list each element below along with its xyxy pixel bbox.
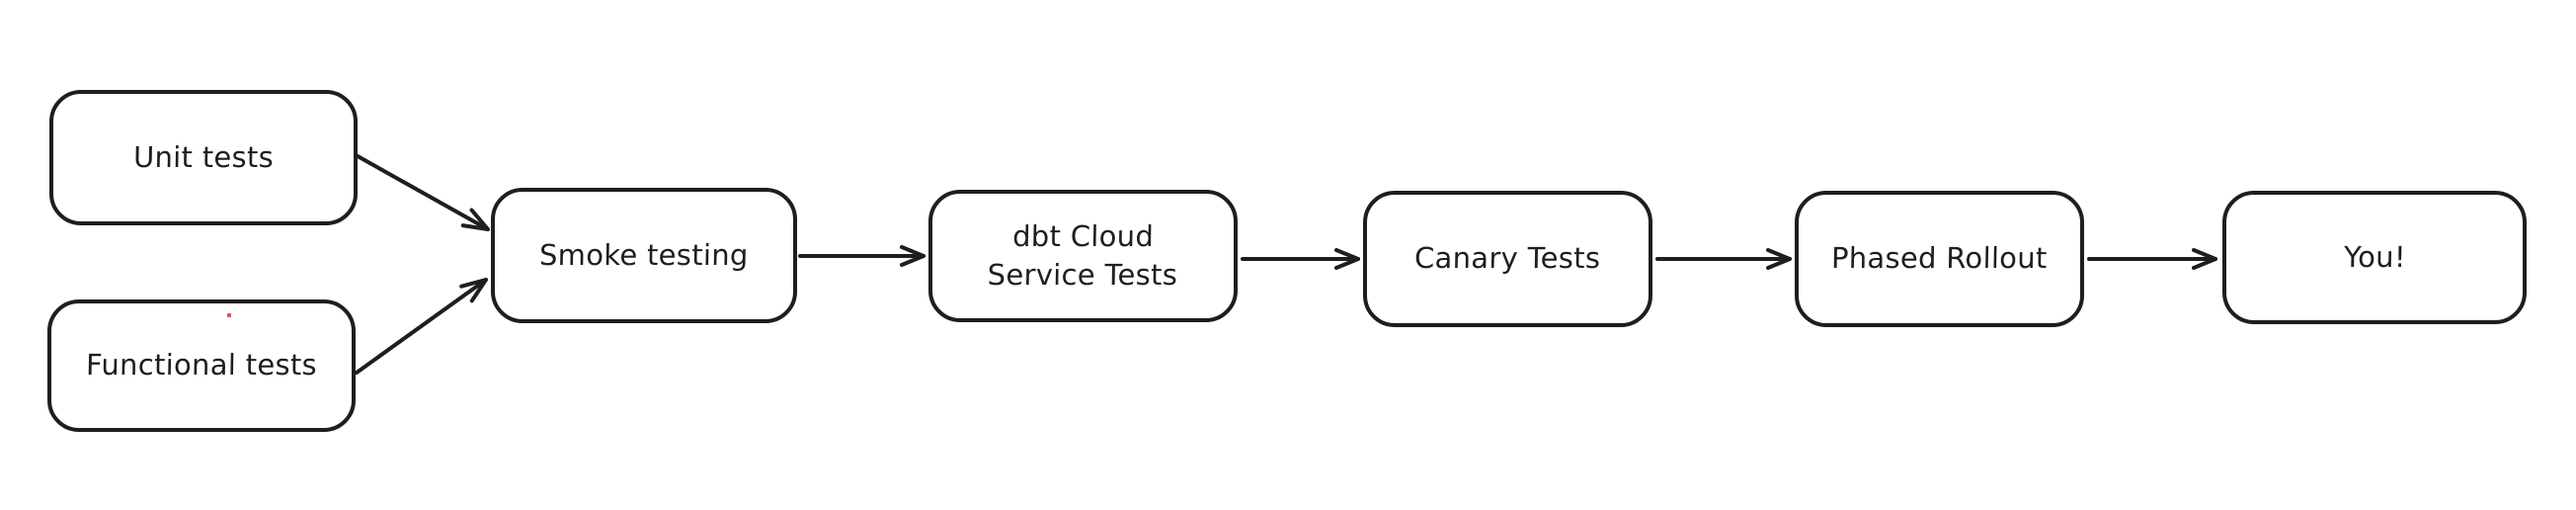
node-functional-tests-label: Functional tests xyxy=(85,348,318,382)
node-you-label: You! xyxy=(2343,239,2406,274)
node-smoke-testing-label: Smoke testing xyxy=(538,237,750,272)
node-dbt-cloud-service-tests: dbt Cloud Service Tests xyxy=(928,190,1238,322)
node-you: You! xyxy=(2222,191,2527,324)
arrow-dbt-cloud-to-canary-tests xyxy=(1241,248,1360,270)
node-dbt-cloud-service-tests-label: dbt Cloud Service Tests xyxy=(987,218,1178,292)
arrow-phased-rollout-to-you xyxy=(2087,248,2217,270)
arrow-smoke-testing-to-dbt-cloud xyxy=(798,245,926,267)
node-phased-rollout-label: Phased Rollout xyxy=(1830,241,2049,276)
node-canary-tests-label: Canary Tests xyxy=(1414,241,1601,276)
node-functional-tests: Functional tests xyxy=(47,299,356,432)
arrow-functional-tests-to-smoke-testing xyxy=(355,278,488,375)
node-unit-tests: Unit tests xyxy=(49,90,358,225)
node-phased-rollout: Phased Rollout xyxy=(1795,191,2084,327)
node-canary-tests: Canary Tests xyxy=(1363,191,1652,327)
arrow-unit-tests-to-smoke-testing xyxy=(356,154,490,231)
node-unit-tests-label: Unit tests xyxy=(132,139,275,174)
arrow-canary-tests-to-phased-rollout xyxy=(1655,248,1792,270)
node-smoke-testing: Smoke testing xyxy=(491,188,797,323)
stray-red-dot xyxy=(227,313,231,317)
